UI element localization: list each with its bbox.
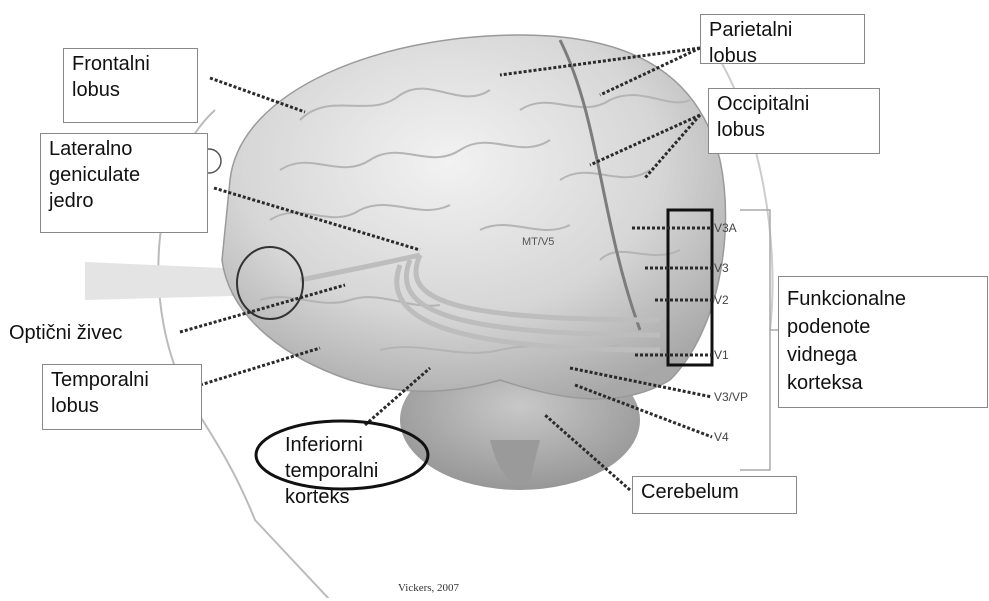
frontal-lobe-label: Frontalni lobus (63, 48, 198, 123)
lgn-label: Lateralno geniculate jedro (40, 133, 208, 233)
area-label-v3vp: V3/VP (714, 390, 748, 404)
temporal-lobe-label: Temporalni lobus (42, 364, 202, 430)
parietal-lobe-label: Parietalni lobus (700, 14, 865, 64)
area-label-v4: V4 (714, 430, 729, 444)
figure-credit: Vickers, 2007 (398, 575, 459, 601)
occipital-lobe-label: Occipitalni lobus (708, 88, 880, 154)
area-label-v3a: V3A (714, 221, 737, 235)
visual-areas-bracket (740, 210, 770, 470)
optic-nerve-label: Optični živec (9, 320, 122, 346)
area-label-mt: MT/V5 (522, 236, 554, 248)
functional-subunits-label: Funkcionalne podenote vidnega korteksa (778, 276, 988, 408)
cerebellum-label: Cerebelum (632, 476, 797, 514)
area-label-v2: V2 (714, 293, 729, 307)
area-label-v1: V1 (714, 348, 729, 362)
area-label-v3: V3 (714, 261, 729, 275)
cerebrum-shape (222, 35, 726, 399)
inferior-temporal-label: Inferiorni temporalni korteks (285, 432, 378, 510)
